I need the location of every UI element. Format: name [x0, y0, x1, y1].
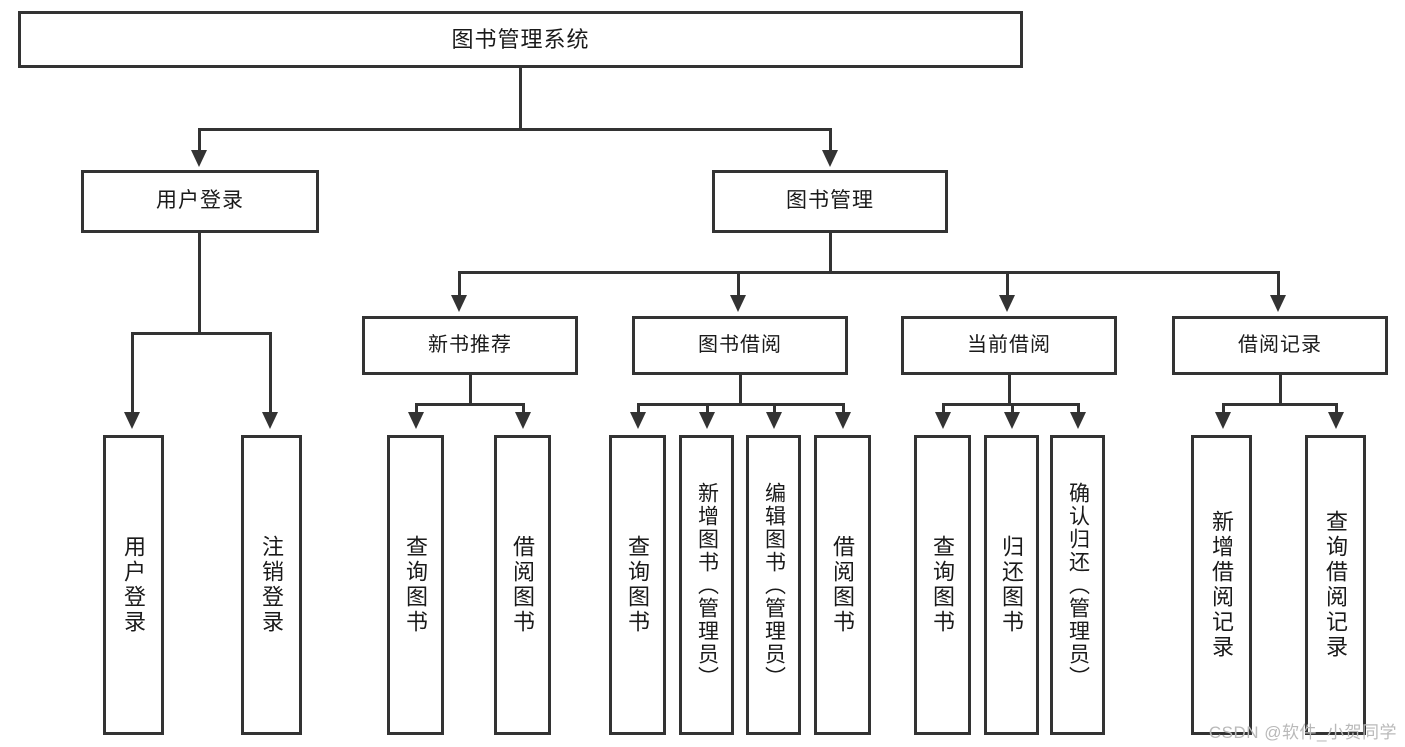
arrow-to-new-book-icon: [451, 295, 467, 312]
leaf-logout[interactable]: 注销登录: [241, 435, 302, 735]
connector-borrow-records-branch-bar: [1222, 403, 1338, 406]
leaf-borrow-book-recommend[interactable]: 借阅图书: [494, 435, 551, 735]
connector-to-leaf-borrow-book-1: [522, 403, 525, 417]
leaf-label: 查询借阅记录: [1323, 510, 1349, 660]
leaf-label: 借阅图书: [510, 535, 536, 635]
connector-root-stem: [519, 68, 522, 130]
leaf-label: 查询图书: [403, 535, 429, 635]
connector-to-leaf-add-record: [1222, 403, 1225, 417]
arrow-to-leaf-confirm-return-icon: [1070, 412, 1086, 429]
arrow-to-user-login-icon: [191, 150, 207, 167]
leaf-query-book-recommend[interactable]: 查询图书: [387, 435, 444, 735]
leaf-label: 查询图书: [930, 535, 956, 635]
arrow-to-leaf-add-book-icon: [699, 412, 715, 429]
leaf-label: 编辑图书（管理员）: [762, 481, 786, 689]
connector-to-book-manage: [829, 128, 832, 154]
connector-to-leaf-borrow-book-2: [842, 403, 845, 417]
leaf-label: 注销登录: [259, 535, 285, 635]
arrow-to-leaf-borrow-book-1-icon: [515, 412, 531, 429]
node-borrow-records[interactable]: 借阅记录: [1172, 316, 1388, 375]
node-label: 图书管理: [786, 189, 874, 213]
leaf-label: 归还图书: [999, 535, 1025, 635]
node-label: 新书推荐: [428, 334, 512, 356]
connector-to-leaf-query-book-1: [415, 403, 418, 417]
node-root-system[interactable]: 图书管理系统: [18, 11, 1023, 68]
leaf-edit-book-admin[interactable]: 编辑图书（管理员）: [746, 435, 801, 735]
arrow-to-leaf-add-record-icon: [1215, 412, 1231, 429]
node-label: 借阅记录: [1238, 334, 1322, 356]
connector-new-book-stem: [469, 375, 472, 406]
connector-book-borrow-stem: [739, 375, 742, 406]
arrow-to-leaf-query-book-2-icon: [630, 412, 646, 429]
arrow-to-leaf-query-book-3-icon: [935, 412, 951, 429]
connector-level2-branch-bar: [458, 271, 1280, 274]
node-new-book-recommend[interactable]: 新书推荐: [362, 316, 578, 375]
arrow-to-leaf-query-record-icon: [1328, 412, 1344, 429]
arrow-to-leaf-user-login-icon: [124, 412, 140, 429]
leaf-label: 用户登录: [121, 535, 147, 635]
connector-to-new-book: [458, 271, 461, 299]
connector-book-borrow-branch-bar: [637, 403, 845, 406]
arrow-to-book-borrow-icon: [730, 295, 746, 312]
connector-to-leaf-user-login: [131, 332, 134, 417]
connector-user-login-branch-bar: [131, 332, 269, 335]
node-label: 图书管理系统: [451, 26, 590, 52]
leaf-query-book-borrow[interactable]: 查询图书: [609, 435, 666, 735]
leaf-label: 确认归还（管理员）: [1066, 481, 1090, 689]
connector-to-leaf-return-book: [1011, 403, 1014, 417]
connector-to-leaf-query-book-3: [942, 403, 945, 417]
leaf-label: 借阅图书: [830, 535, 856, 635]
node-current-borrow[interactable]: 当前借阅: [901, 316, 1117, 375]
connector-to-user-login: [198, 128, 201, 154]
leaf-user-login[interactable]: 用户登录: [103, 435, 164, 735]
arrow-to-leaf-borrow-book-2-icon: [835, 412, 851, 429]
connector-user-login-stem: [198, 233, 201, 334]
leaf-label: 新增借阅记录: [1209, 510, 1235, 660]
connector-to-leaf-query-record: [1335, 403, 1338, 417]
leaf-label: 新增图书（管理员）: [695, 481, 719, 689]
arrow-to-current-borrow-icon: [999, 295, 1015, 312]
leaf-query-book-current[interactable]: 查询图书: [914, 435, 971, 735]
leaf-add-book-admin[interactable]: 新增图书（管理员）: [679, 435, 734, 735]
connector-to-leaf-query-book-2: [637, 403, 640, 417]
node-label: 图书借阅: [698, 334, 782, 356]
node-user-login[interactable]: 用户登录: [81, 170, 319, 233]
node-book-borrow[interactable]: 图书借阅: [632, 316, 848, 375]
arrow-to-book-manage-icon: [822, 150, 838, 167]
arrow-to-borrow-records-icon: [1270, 295, 1286, 312]
connector-to-borrow-records: [1277, 271, 1280, 299]
connector-new-book-branch-bar: [415, 403, 525, 406]
connector-to-current-borrow: [1006, 271, 1009, 299]
leaf-query-borrow-record[interactable]: 查询借阅记录: [1305, 435, 1366, 735]
connector-root-branch-bar: [198, 128, 832, 131]
connector-to-leaf-edit-book: [773, 403, 776, 417]
connector-book-manage-stem: [829, 233, 832, 274]
node-label: 用户登录: [156, 189, 244, 213]
leaf-add-borrow-record[interactable]: 新增借阅记录: [1191, 435, 1252, 735]
connector-to-leaf-logout: [269, 332, 272, 417]
connector-to-leaf-confirm-return: [1077, 403, 1080, 417]
leaf-return-book[interactable]: 归还图书: [984, 435, 1039, 735]
arrow-to-leaf-query-book-1-icon: [408, 412, 424, 429]
leaf-label: 查询图书: [625, 535, 651, 635]
arrow-to-leaf-logout-icon: [262, 412, 278, 429]
watermark-text: CSDN @软件_小贺同学: [1208, 723, 1397, 742]
connector-to-leaf-add-book: [706, 403, 709, 417]
leaf-confirm-return-admin[interactable]: 确认归还（管理员）: [1050, 435, 1105, 735]
arrow-to-leaf-edit-book-icon: [766, 412, 782, 429]
connector-current-borrow-stem: [1008, 375, 1011, 406]
connector-borrow-records-stem: [1279, 375, 1282, 406]
leaf-borrow-book[interactable]: 借阅图书: [814, 435, 871, 735]
connector-to-book-borrow: [737, 271, 740, 299]
arrow-to-leaf-return-book-icon: [1004, 412, 1020, 429]
node-book-management[interactable]: 图书管理: [712, 170, 948, 233]
node-label: 当前借阅: [967, 334, 1051, 356]
